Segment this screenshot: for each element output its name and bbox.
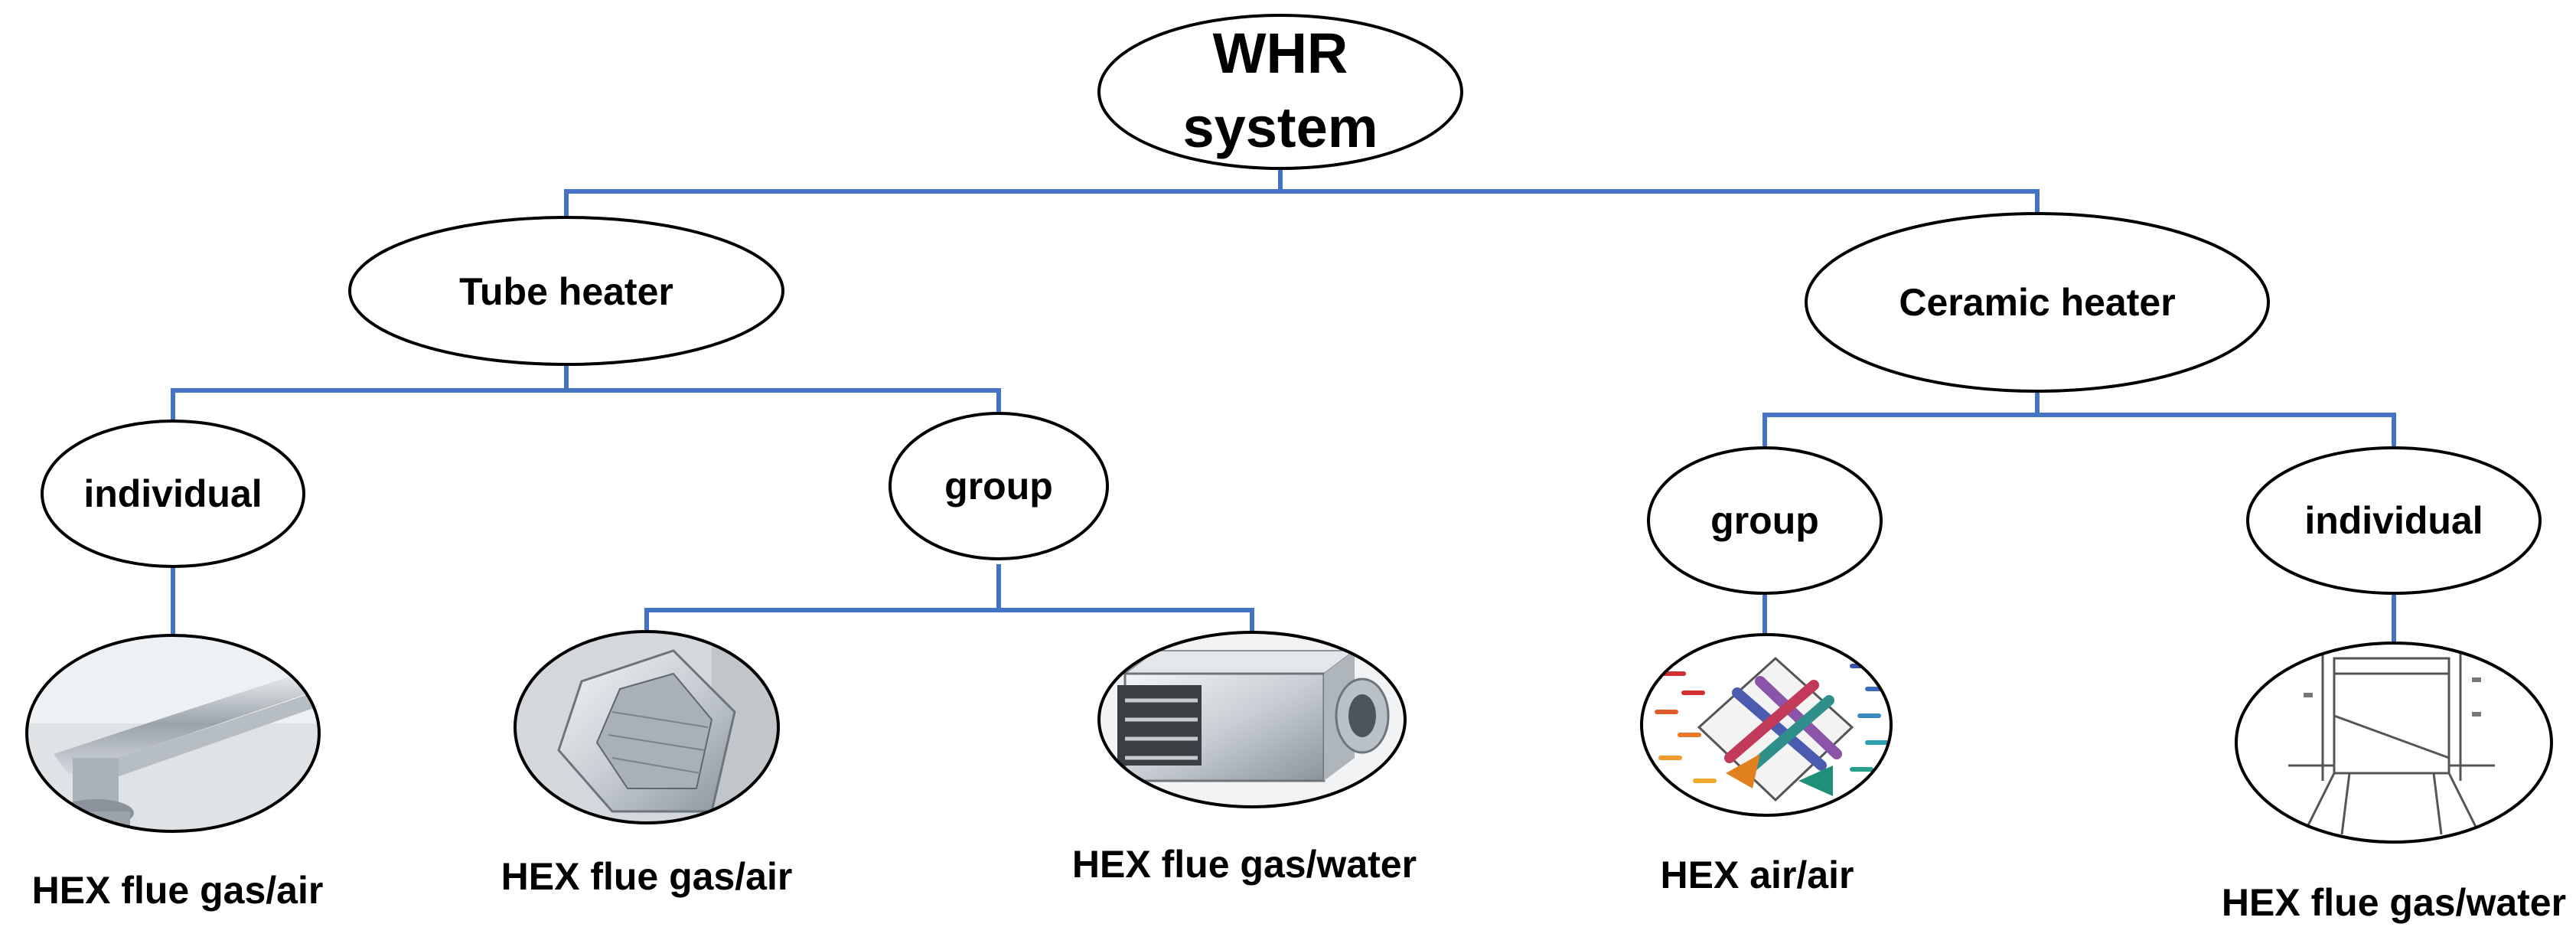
ceramic-individual-node: individual (2246, 446, 2542, 595)
connector-tube-to-subtypes (171, 361, 1001, 427)
tank-technical-drawing (2235, 641, 2553, 844)
ducted-heat-exchanger-photo (1097, 631, 1407, 808)
leaf-label-tube-individual: HEX flue gas/air (32, 869, 324, 912)
connector-root-to-branches (564, 166, 2040, 232)
ceramic-group-label: group (1710, 499, 1819, 542)
leaf-label-tube-group-air: HEX flue gas/air (501, 855, 793, 898)
tube-individual-node: individual (41, 420, 305, 568)
root-label-line2: system (1182, 96, 1378, 159)
leaf-label-ceramic-individual: HEX flue gas/water (2222, 881, 2566, 924)
tube-group-label: group (944, 465, 1053, 508)
pipe-heat-exchanger-photo (25, 634, 321, 833)
root-label-line1: WHR (1213, 21, 1348, 85)
tube-group-node: group (889, 412, 1109, 560)
connector-tube-group-to-leaves (644, 564, 1254, 635)
rotary-heat-exchanger-photo (514, 630, 780, 824)
connector-ceramic-to-subtypes (1762, 388, 2396, 454)
tube-heater-label: Tube heater (459, 270, 673, 313)
ceramic-heater-node: Ceramic heater (1805, 212, 2270, 393)
ceramic-individual-label: individual (2304, 499, 2483, 542)
connectors (171, 166, 2396, 645)
root-node: WHR system (1097, 14, 1463, 170)
tube-heater-node: Tube heater (348, 216, 784, 366)
leaf-label-ceramic-group: HEX air/air (1661, 854, 1854, 896)
tube-individual-label: individual (83, 472, 262, 515)
leaf-label-tube-group-water: HEX flue gas/water (1072, 843, 1417, 886)
ceramic-group-node: group (1647, 446, 1883, 595)
crossflow-airflow-diagram (1640, 633, 1893, 817)
ceramic-heater-label: Ceramic heater (1899, 281, 2175, 324)
